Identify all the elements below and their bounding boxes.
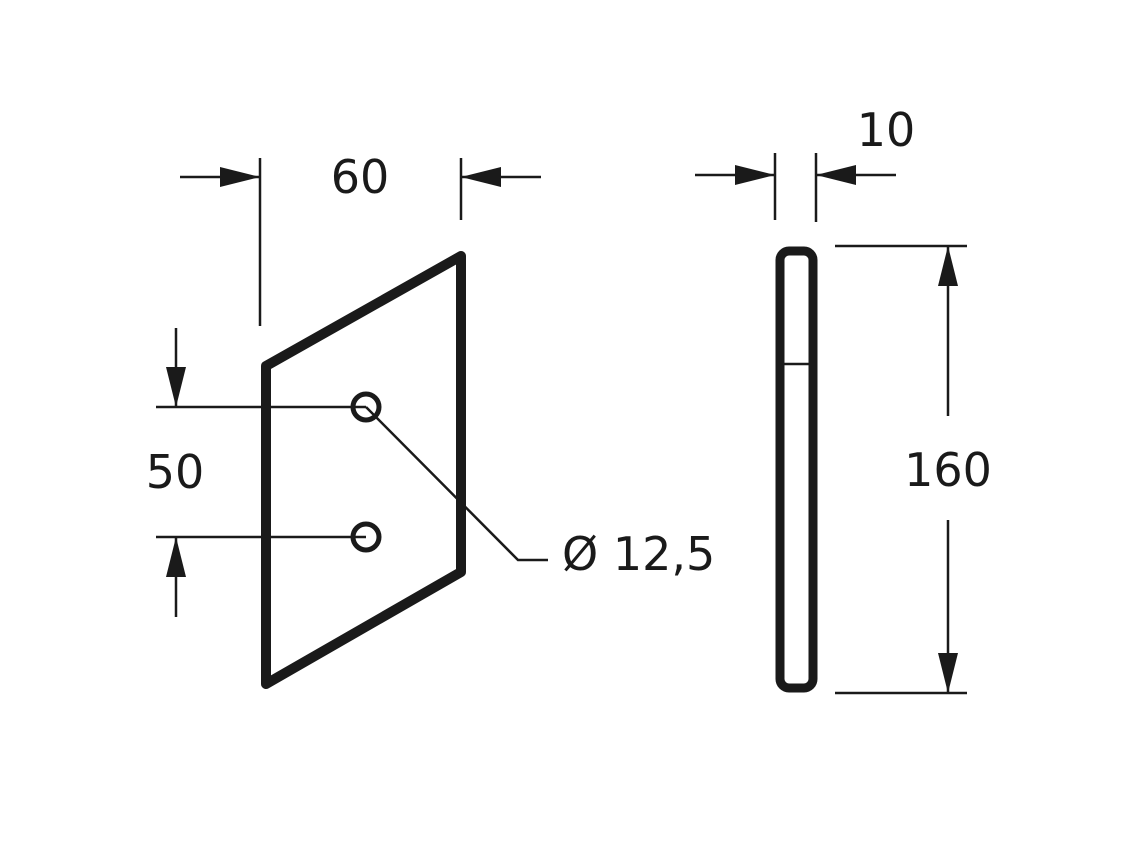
- side-view: [775, 246, 818, 693]
- hole-spacing-dimension: 50: [146, 328, 366, 617]
- hole-spacing-label: 50: [146, 445, 205, 499]
- plate-outline: [261, 251, 466, 689]
- height-dimension: 160: [835, 244, 992, 695]
- hole-diameter-label: Ø 12,5: [562, 527, 715, 581]
- thickness-label: 10: [857, 103, 916, 157]
- thickness-dimension: 10: [695, 103, 915, 222]
- leader-line: [365, 406, 548, 562]
- plate-side-outline: [775, 246, 818, 693]
- front-view: [261, 251, 466, 689]
- hole-diameter-callout: Ø 12,5: [365, 406, 715, 581]
- width-label: 60: [331, 150, 390, 204]
- height-label: 160: [904, 443, 992, 497]
- width-dimension: 60: [180, 150, 541, 326]
